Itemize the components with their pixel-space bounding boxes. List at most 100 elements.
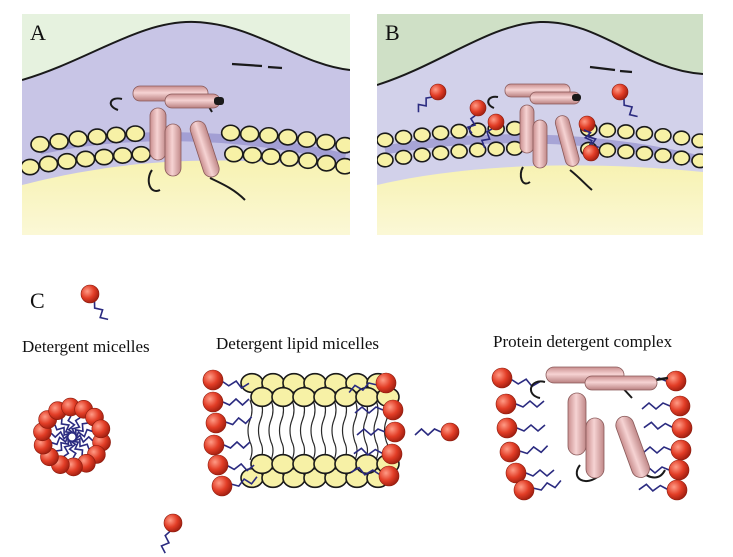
detergent-tail <box>525 468 555 478</box>
lipid-head <box>617 124 635 140</box>
detergent-tail <box>583 129 593 146</box>
detergent-molecule <box>205 412 253 434</box>
detergent-micelle <box>33 397 111 477</box>
detergent-tail <box>348 382 377 394</box>
detergent-head <box>203 434 225 456</box>
detergent-head <box>487 113 505 131</box>
detergent-molecule <box>641 395 691 417</box>
lipid-head <box>242 146 263 164</box>
detergent-molecule <box>356 421 406 443</box>
detergent-head <box>670 439 692 461</box>
detergent-head <box>429 83 447 101</box>
lipid-head <box>261 148 281 166</box>
dashed-outline <box>231 62 283 70</box>
lipid-head <box>271 386 295 408</box>
detergent-head <box>611 83 629 101</box>
detergent-tail <box>63 438 74 458</box>
lipid-head <box>377 132 394 148</box>
horizontal-helix-2 <box>584 375 658 391</box>
tm-helix-2 <box>585 417 605 479</box>
detergent-tail <box>356 427 386 437</box>
detergent-molecule <box>611 83 638 118</box>
panel-b-label: B <box>385 20 400 45</box>
detergent-head <box>496 417 518 439</box>
lipid-head <box>377 152 394 168</box>
detergent-head <box>211 475 233 497</box>
lipid-head <box>75 150 96 168</box>
detergent-tail <box>466 114 477 134</box>
detergent-tail <box>641 401 671 411</box>
lipid-head <box>654 127 672 144</box>
detergent-head <box>578 115 596 133</box>
detergent-head <box>469 99 487 117</box>
membrane-protein <box>487 83 593 191</box>
lipid-head <box>125 125 146 143</box>
detergent-tail <box>480 128 493 149</box>
detergent-head <box>205 412 227 434</box>
detergent-tail <box>223 440 251 450</box>
lipid-tail <box>310 399 316 461</box>
lipid-head <box>450 143 468 159</box>
lipid-head <box>316 154 337 172</box>
detergent-tail <box>160 530 171 554</box>
inserted-detergents <box>417 83 638 162</box>
detergent-molecule <box>353 443 403 465</box>
lipid-tail <box>331 399 337 461</box>
lipid-head <box>313 386 337 408</box>
caption-protein-detergent-complex: Protein detergent complex <box>493 332 673 351</box>
detergent-molecule <box>348 372 397 394</box>
detergent-tail <box>533 479 562 491</box>
detergent-tail <box>511 378 541 388</box>
lipid-head <box>239 125 260 143</box>
detergent-tail <box>222 397 250 407</box>
lipid-head <box>334 386 358 408</box>
detergent-tail <box>417 96 432 113</box>
lipid-head <box>250 386 274 408</box>
lipid-heads-lower <box>22 145 350 176</box>
lipid-tail <box>299 399 306 461</box>
horizontal-helix-2 <box>164 93 221 109</box>
detergent-tail <box>516 423 546 433</box>
detergent-molecule <box>496 417 546 439</box>
lipid-head <box>598 142 617 158</box>
detergent-tail <box>227 462 255 472</box>
detergent-head <box>513 479 535 501</box>
lipid-head <box>617 144 635 160</box>
detergent-tail <box>67 415 76 435</box>
lipid-head <box>49 132 69 150</box>
detergent-head <box>582 144 600 162</box>
lipid-head <box>250 453 274 475</box>
detergent-molecule <box>33 434 70 455</box>
detergent-tail <box>54 424 72 437</box>
lipid-head <box>394 129 413 145</box>
complex-protein <box>530 366 669 482</box>
lipid-heads-lower <box>377 140 703 169</box>
tm-helix-1 <box>149 107 167 161</box>
lipid-head <box>313 453 337 475</box>
lipid-head <box>278 128 298 146</box>
tm-helix-2 <box>164 123 182 177</box>
detergent-molecule <box>350 465 400 487</box>
lipid-head <box>224 145 244 163</box>
lipid-head <box>635 125 654 142</box>
detergent-tail <box>638 483 668 492</box>
free-detergent-monomers <box>80 284 460 554</box>
detergent-tail <box>68 439 77 459</box>
lipid-head <box>57 152 77 170</box>
detergent-head <box>384 421 406 443</box>
detergent-tail <box>231 476 258 487</box>
lipid-head <box>598 122 617 138</box>
lipid-head <box>672 150 691 166</box>
detergent-molecule <box>414 422 460 442</box>
detergent-tail <box>72 437 90 450</box>
detergent-molecule <box>211 475 258 497</box>
lipid-tail <box>320 399 327 461</box>
detergent-tail <box>74 422 88 438</box>
detergent-head <box>671 417 693 439</box>
detergent-molecule <box>417 83 447 113</box>
detergent-head <box>665 370 687 392</box>
detergent-tail <box>642 445 672 455</box>
complex-detergents <box>491 367 693 501</box>
lipid-tail <box>257 399 264 461</box>
